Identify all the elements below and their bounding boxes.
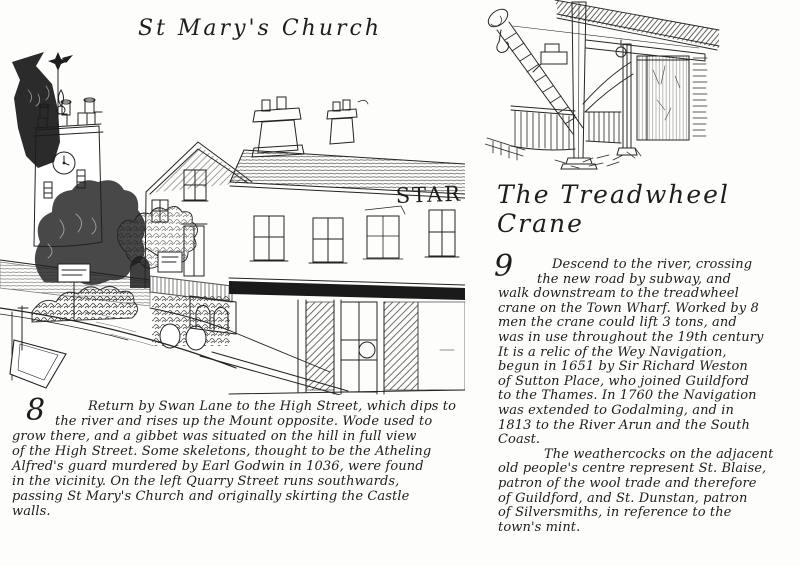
handwritten-line: 1813 to the River Arun and the South [498, 417, 750, 433]
handwritten-line: in the vicinity. On the left Quarry Stre… [12, 474, 400, 489]
handwritten-line: old people's centre represent St. Blaise… [498, 461, 767, 477]
upper-windows [249, 205, 460, 264]
crane-roof [554, 0, 720, 51]
crane-hook-icon [496, 29, 509, 53]
chimney-drawing [251, 96, 369, 158]
handwritten-line: of Sutton Place, who joined Guildford [498, 373, 749, 389]
handwritten-line: of the High Street. Some skeletons, thou… [12, 444, 432, 459]
handwritten-line: patron of the wool trade and therefore [498, 475, 757, 491]
handwritten-line: of Guildford, and St. Dunstan, patron [498, 490, 748, 506]
ground-marks [554, 147, 642, 169]
clock-icon [52, 151, 76, 175]
handwritten-line: of Silversmiths, in reference to the [498, 505, 732, 521]
handwritten-line: the new road by subway, and [537, 271, 732, 287]
right-section-number: 9 [494, 249, 514, 284]
st-marys-church-illustration: STAR [0, 52, 465, 395]
crane-post [560, 1, 598, 170]
handwritten-line: Alfred's guard murdered by Earl Godwin i… [12, 459, 424, 474]
handwritten-line: It is a relic of the Wey Navigation, [498, 344, 727, 360]
handwritten-line: walls. [12, 504, 51, 519]
handwritten-line: Descend to the river, crossing [552, 257, 753, 272]
gabled-house-drawing [144, 141, 253, 351]
handwritten-line: the river and rises up the Mount opposit… [55, 414, 433, 429]
left-paragraph: Return by Swan Lane to the High Street, … [12, 399, 464, 519]
handwritten-line: was in use throughout the 19th century [498, 329, 764, 345]
handwritten-line: grow there, and a gibbet was situated on… [12, 429, 417, 444]
handwritten-line: begun in 1651 by Sir Richard Weston [498, 359, 748, 375]
handwritten-line: men the crane could lift 3 tons, and [498, 315, 737, 331]
dark-tree-silhouette [12, 52, 60, 168]
star-inn-drawing: STAR [228, 96, 465, 395]
handwritten-line: Return by Swan Lane to the High Street, … [88, 399, 457, 414]
wharf-railing [485, 105, 622, 161]
handwritten-line: Coast. [498, 432, 541, 448]
handwritten-line: was extended to Godalming, and in [498, 402, 734, 418]
left-section-number: 8 [26, 393, 46, 428]
weathervane-icon [48, 52, 73, 115]
star-inn-sign-text: STAR [395, 182, 462, 208]
handwritten-line: passing St Mary's Church and originally … [12, 489, 410, 504]
handwritten-line: to the Thames. In 1760 the Navigation [498, 388, 757, 404]
wharf-shed [636, 55, 708, 141]
street-foreground [0, 259, 349, 395]
handwritten-line: crane on the Town Wharf. Worked by 8 [498, 300, 759, 316]
left-page-title: St Mary's Church [138, 16, 383, 41]
handwritten-line: town's mint. [498, 519, 581, 535]
handwritten-line: walk downstream to the treadwheel [498, 286, 739, 302]
handwritten-line: The weathercocks on the adjacent [544, 446, 774, 462]
ground-floor [228, 299, 465, 395]
right-page-title: The Treadwheel Crane [497, 180, 730, 238]
crane-braces [582, 43, 638, 156]
treadwheel-crane-illustration [485, 0, 720, 170]
